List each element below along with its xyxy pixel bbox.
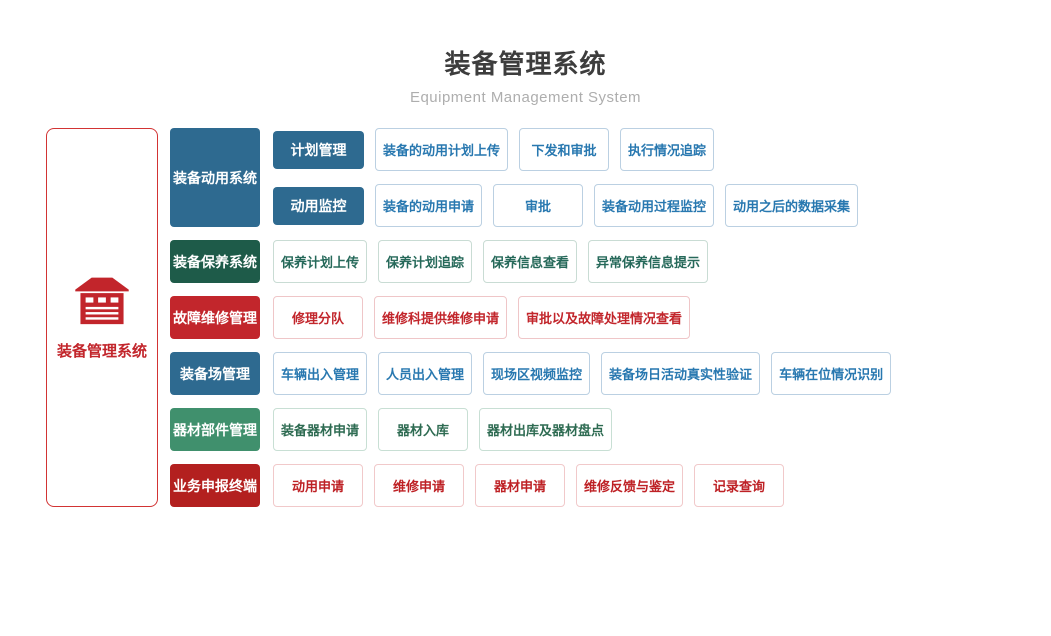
groups-container: 装备动用系统计划管理装备的动用计划上传下发和审批执行情况追踪动用监控装备的动用申… bbox=[170, 128, 892, 507]
group-equipment-maintenance-rows: 保养计划上传保养计划追踪保养信息查看异常保养信息提示 bbox=[273, 240, 709, 283]
root-system-label: 装备管理系统 bbox=[56, 342, 147, 360]
root-system-box: 装备管理系统 bbox=[46, 128, 158, 507]
leaf-node: 保养计划上传 bbox=[273, 240, 368, 283]
group-equipment-yard-label: 装备场管理 bbox=[170, 352, 260, 395]
page-subtitle: Equipment Management System bbox=[409, 89, 642, 106]
leaf-node: 器材入库 bbox=[378, 408, 469, 451]
leaf-node: 装备场日活动真实性验证 bbox=[601, 352, 761, 395]
leaf-node: 装备动用过程监控 bbox=[594, 184, 715, 227]
group-business-declaration-rows: 动用申请维修申请器材申请维修反馈与鉴定记录查询 bbox=[273, 464, 785, 507]
leaf-node: 修理分队 bbox=[273, 296, 363, 339]
group-equipment-yard: 装备场管理车辆出入管理人员出入管理现场区视频监控装备场日活动真实性验证车辆在位情… bbox=[170, 352, 892, 395]
group-fault-repair-label: 故障维修管理 bbox=[170, 296, 260, 339]
leaf-node: 人员出入管理 bbox=[378, 352, 473, 395]
leaf-node: 记录查询 bbox=[694, 464, 785, 507]
leaf-node: 车辆在位情况识别 bbox=[771, 352, 892, 395]
leaf-node: 装备的动用申请 bbox=[375, 184, 483, 227]
leaf-node: 车辆出入管理 bbox=[273, 352, 368, 395]
leaf-node: 审批 bbox=[493, 184, 584, 227]
group-equipment-mobilization-row-1: 动用监控装备的动用申请审批装备动用过程监控动用之后的数据采集 bbox=[273, 184, 859, 227]
group-materiel-parts-label: 器材部件管理 bbox=[170, 408, 260, 451]
leaf-node: 器材出库及器材盘点 bbox=[479, 408, 613, 451]
group-equipment-mobilization-row-0: 计划管理装备的动用计划上传下发和审批执行情况追踪 bbox=[273, 128, 858, 171]
group-fault-repair: 故障维修管理修理分队维修科提供维修申请审批以及故障处理情况查看 bbox=[170, 296, 891, 339]
leaf-node: 异常保养信息提示 bbox=[588, 240, 709, 283]
group-equipment-maintenance: 装备保养系统保养计划上传保养计划追踪保养信息查看异常保养信息提示 bbox=[170, 240, 891, 283]
leaf-node: 下发和审批 bbox=[519, 128, 610, 171]
leaf-node: 维修科提供维修申请 bbox=[374, 296, 508, 339]
leaf-node: 保养信息查看 bbox=[483, 240, 578, 283]
leaf-node: 装备的动用计划上传 bbox=[375, 128, 509, 171]
subgroup-node: 计划管理 bbox=[273, 130, 364, 169]
system-diagram: 装备管理系统 装备动用系统计划管理装备的动用计划上传下发和审批执行情况追踪动用监… bbox=[46, 128, 892, 507]
group-business-declaration: 业务申报终端动用申请维修申请器材申请维修反馈与鉴定记录查询 bbox=[170, 464, 891, 507]
garage-icon bbox=[74, 275, 130, 330]
group-equipment-yard-rows: 车辆出入管理人员出入管理现场区视频监控装备场日活动真实性验证车辆在位情况识别 bbox=[273, 352, 892, 395]
group-equipment-maintenance-row-0: 保养计划上传保养计划追踪保养信息查看异常保养信息提示 bbox=[273, 240, 709, 283]
leaf-node: 装备器材申请 bbox=[273, 408, 368, 451]
leaf-node: 审批以及故障处理情况查看 bbox=[518, 296, 691, 339]
group-equipment-mobilization: 装备动用系统计划管理装备的动用计划上传下发和审批执行情况追踪动用监控装备的动用申… bbox=[170, 128, 891, 227]
group-fault-repair-rows: 修理分队维修科提供维修申请审批以及故障处理情况查看 bbox=[273, 296, 691, 339]
leaf-node: 维修申请 bbox=[374, 464, 464, 507]
group-equipment-yard-row-0: 车辆出入管理人员出入管理现场区视频监控装备场日活动真实性验证车辆在位情况识别 bbox=[273, 352, 892, 395]
group-equipment-mobilization-rows: 计划管理装备的动用计划上传下发和审批执行情况追踪动用监控装备的动用申请审批装备动… bbox=[273, 128, 859, 227]
page-title: 装备管理系统 bbox=[444, 49, 607, 79]
group-fault-repair-row-0: 修理分队维修科提供维修申请审批以及故障处理情况查看 bbox=[273, 296, 691, 339]
leaf-node: 执行情况追踪 bbox=[620, 128, 715, 171]
leaf-node: 器材申请 bbox=[475, 464, 565, 507]
leaf-node: 保养计划追踪 bbox=[378, 240, 473, 283]
leaf-node: 动用之后的数据采集 bbox=[725, 184, 859, 227]
group-equipment-maintenance-label: 装备保养系统 bbox=[170, 240, 260, 283]
group-business-declaration-label: 业务申报终端 bbox=[170, 464, 260, 507]
group-materiel-parts-row-0: 装备器材申请器材入库器材出库及器材盘点 bbox=[273, 408, 613, 451]
group-business-declaration-row-0: 动用申请维修申请器材申请维修反馈与鉴定记录查询 bbox=[273, 464, 785, 507]
group-materiel-parts-rows: 装备器材申请器材入库器材出库及器材盘点 bbox=[273, 408, 613, 451]
leaf-node: 动用申请 bbox=[273, 464, 363, 507]
subgroup-node: 动用监控 bbox=[273, 186, 364, 225]
group-equipment-mobilization-label: 装备动用系统 bbox=[170, 128, 260, 227]
group-materiel-parts: 器材部件管理装备器材申请器材入库器材出库及器材盘点 bbox=[170, 408, 891, 451]
leaf-node: 现场区视频监控 bbox=[483, 352, 591, 395]
leaf-node: 维修反馈与鉴定 bbox=[576, 464, 684, 507]
